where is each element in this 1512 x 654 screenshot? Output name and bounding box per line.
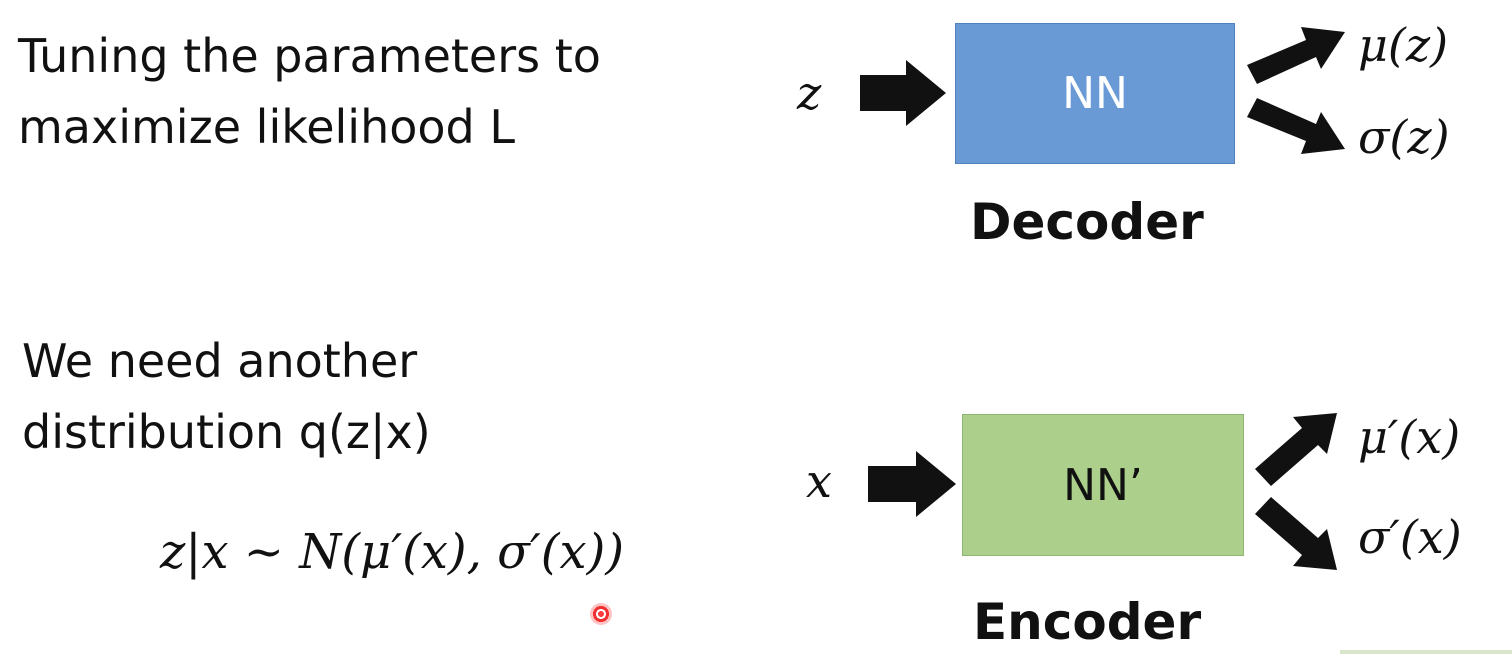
decoder-mu-arrow-icon xyxy=(1247,27,1345,84)
encoder-sigma-arrow-icon xyxy=(1255,497,1337,570)
decoder-caption: Decoder xyxy=(970,193,1204,251)
tuning-text-line2: maximize likelihood L xyxy=(18,100,515,154)
decoder-nn-label: NN xyxy=(1062,68,1128,119)
posterior-formula: z|x ~ N(μ′(x), σ′(x)) xyxy=(160,524,625,580)
decoder-output-mu: μ(z) xyxy=(1358,18,1449,72)
decoder-sigma-arrow-icon xyxy=(1247,98,1345,154)
distribution-text-line2: distribution q(z|x) xyxy=(22,405,431,459)
tuning-text: Tuning the parameters to maximize likeli… xyxy=(18,21,601,163)
encoder-caption: Encoder xyxy=(973,593,1202,651)
encoder-mu-arrow-icon xyxy=(1255,413,1337,486)
encoder-nn-label: NN’ xyxy=(1063,459,1143,511)
encoder-input-arrow-icon xyxy=(868,451,956,517)
decoder-output-sigma: σ(z) xyxy=(1358,110,1450,164)
tuning-text-line1: Tuning the parameters to xyxy=(18,29,601,83)
encoder-output-sigma: σ′(x) xyxy=(1358,510,1462,564)
encoder-nn-box: NN’ xyxy=(962,414,1244,556)
decoder-nn-box: NN xyxy=(955,23,1235,164)
distribution-text: We need another distribution q(z|x) xyxy=(22,326,431,468)
distribution-text-line1: We need another xyxy=(22,334,418,388)
corner-strip xyxy=(1340,650,1512,654)
decoder-input-z: z xyxy=(797,66,822,120)
encoder-output-mu: μ′(x) xyxy=(1358,410,1461,464)
laser-pointer-icon xyxy=(590,603,612,625)
decoder-input-arrow-icon xyxy=(860,60,946,126)
encoder-input-x: x xyxy=(806,454,832,508)
